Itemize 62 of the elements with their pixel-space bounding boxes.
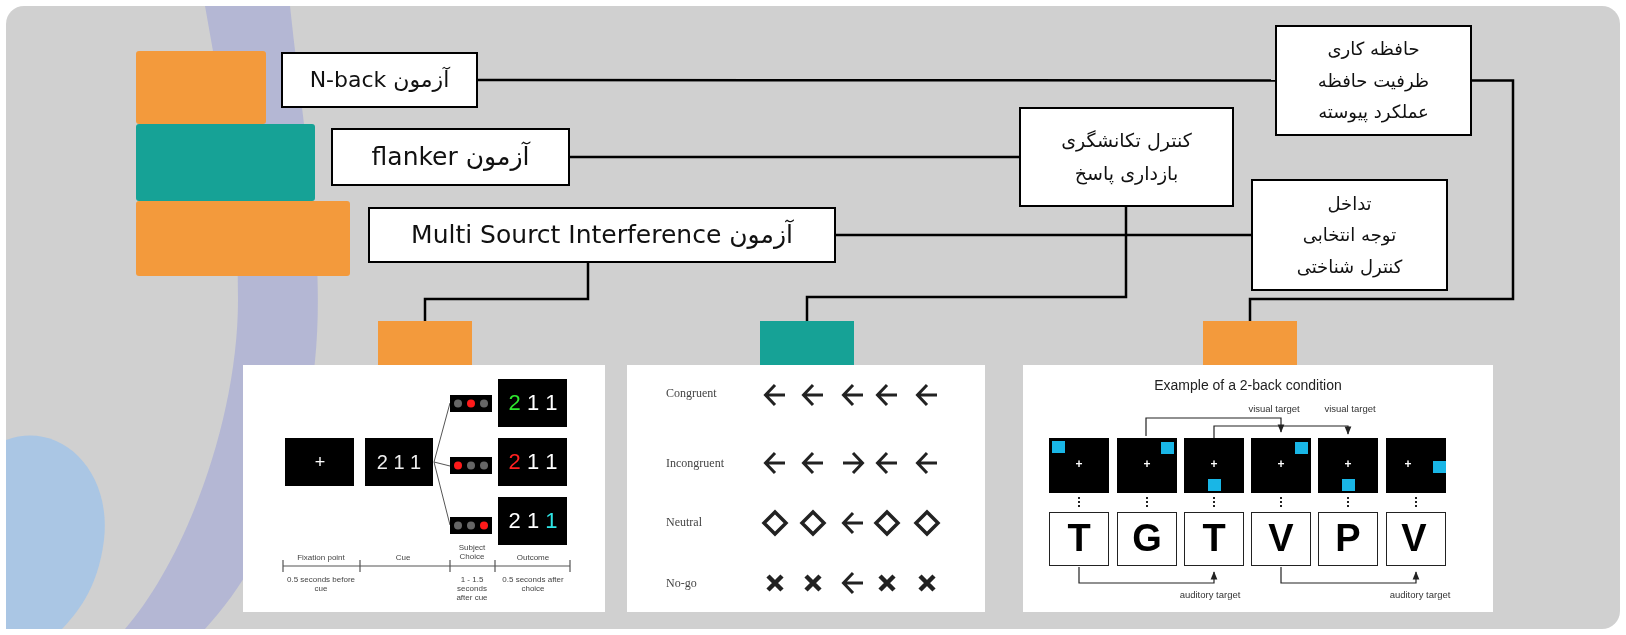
label-box	[331, 128, 570, 186]
timeline-label: Subject Choice	[457, 542, 487, 562]
letter-stimulus: V	[1401, 517, 1427, 561]
timeline-label: Outcome	[516, 553, 550, 563]
box-label: تداخل	[1327, 191, 1372, 216]
annotation-label: auditory target	[1389, 589, 1451, 601]
connector-line	[423, 263, 590, 321]
digit-sequence: 2 1 1	[508, 449, 558, 475]
digit-sequence: 2 1 1	[508, 390, 558, 416]
letter-stimulus: V	[1268, 517, 1294, 561]
timeline-label: 0.5 seconds after choice	[501, 574, 565, 594]
timeline-label: Fixation point	[297, 553, 345, 563]
label-box	[281, 52, 478, 108]
screen-symbol: +	[1344, 458, 1352, 472]
color-tab	[760, 321, 854, 365]
timeline-label: 0.5 seconds before cue	[286, 574, 356, 594]
box-label: توجه انتخابی	[1302, 223, 1397, 248]
box-label: کنترل شناختی	[1296, 254, 1403, 280]
label-box	[1019, 107, 1234, 207]
condition-label: Incongruent	[666, 457, 724, 471]
annotation-label: auditory target	[1179, 589, 1241, 601]
letter-stimulus: P	[1335, 517, 1361, 561]
label-box	[1251, 179, 1448, 291]
box-label: آزمون N-back	[309, 65, 450, 94]
annotation-label: visual target	[1324, 403, 1376, 415]
screen-symbol: +	[314, 451, 326, 473]
box-label: حافظه کاری	[1327, 37, 1420, 62]
screen-symbol: +	[1404, 458, 1412, 472]
color-block	[136, 124, 315, 201]
color-tab	[378, 321, 472, 365]
box-label: آزمون flanker	[371, 140, 530, 174]
condition-label: Neutral	[666, 516, 702, 530]
box-label: عملکرد پیوسته	[1318, 100, 1429, 125]
label-box	[1275, 25, 1472, 136]
condition-label: Congruent	[666, 387, 717, 401]
annotation-label: visual target	[1248, 403, 1300, 415]
color-block	[136, 201, 350, 276]
box-label: ظرفیت حافظه	[1317, 68, 1430, 94]
screen-symbol: +	[1277, 458, 1285, 472]
connector-line	[1248, 79, 1515, 321]
box-label: کنترل تکانشگری	[1061, 127, 1192, 154]
connector-line	[570, 155, 1019, 159]
connector-line	[805, 207, 1128, 321]
digit-sequence: 2 1 1	[376, 450, 422, 474]
color-tab	[1203, 321, 1297, 365]
panel-title: Example of a 2-back condition	[1154, 376, 1342, 394]
screen-symbol: +	[1075, 458, 1083, 472]
digit-sequence: 2 1 1	[508, 508, 558, 534]
letter-stimulus: T	[1067, 517, 1091, 561]
letter-stimulus: G	[1132, 517, 1162, 561]
screen-symbol: +	[1143, 458, 1151, 472]
connector-line	[836, 233, 1251, 237]
letter-stimulus: T	[1202, 517, 1226, 561]
timeline-label: 1 - 1.5 seconds after cue	[455, 575, 489, 603]
box-label: بازداری پاسخ	[1074, 161, 1179, 187]
label-box	[368, 207, 836, 263]
screen-symbol: +	[1210, 458, 1218, 472]
color-block	[136, 51, 266, 124]
connector-line	[478, 78, 1275, 82]
condition-label: No-go	[666, 577, 697, 591]
timeline-label: Cue	[395, 553, 411, 563]
box-label: آزمون Multi Sourct Interference	[411, 218, 793, 252]
